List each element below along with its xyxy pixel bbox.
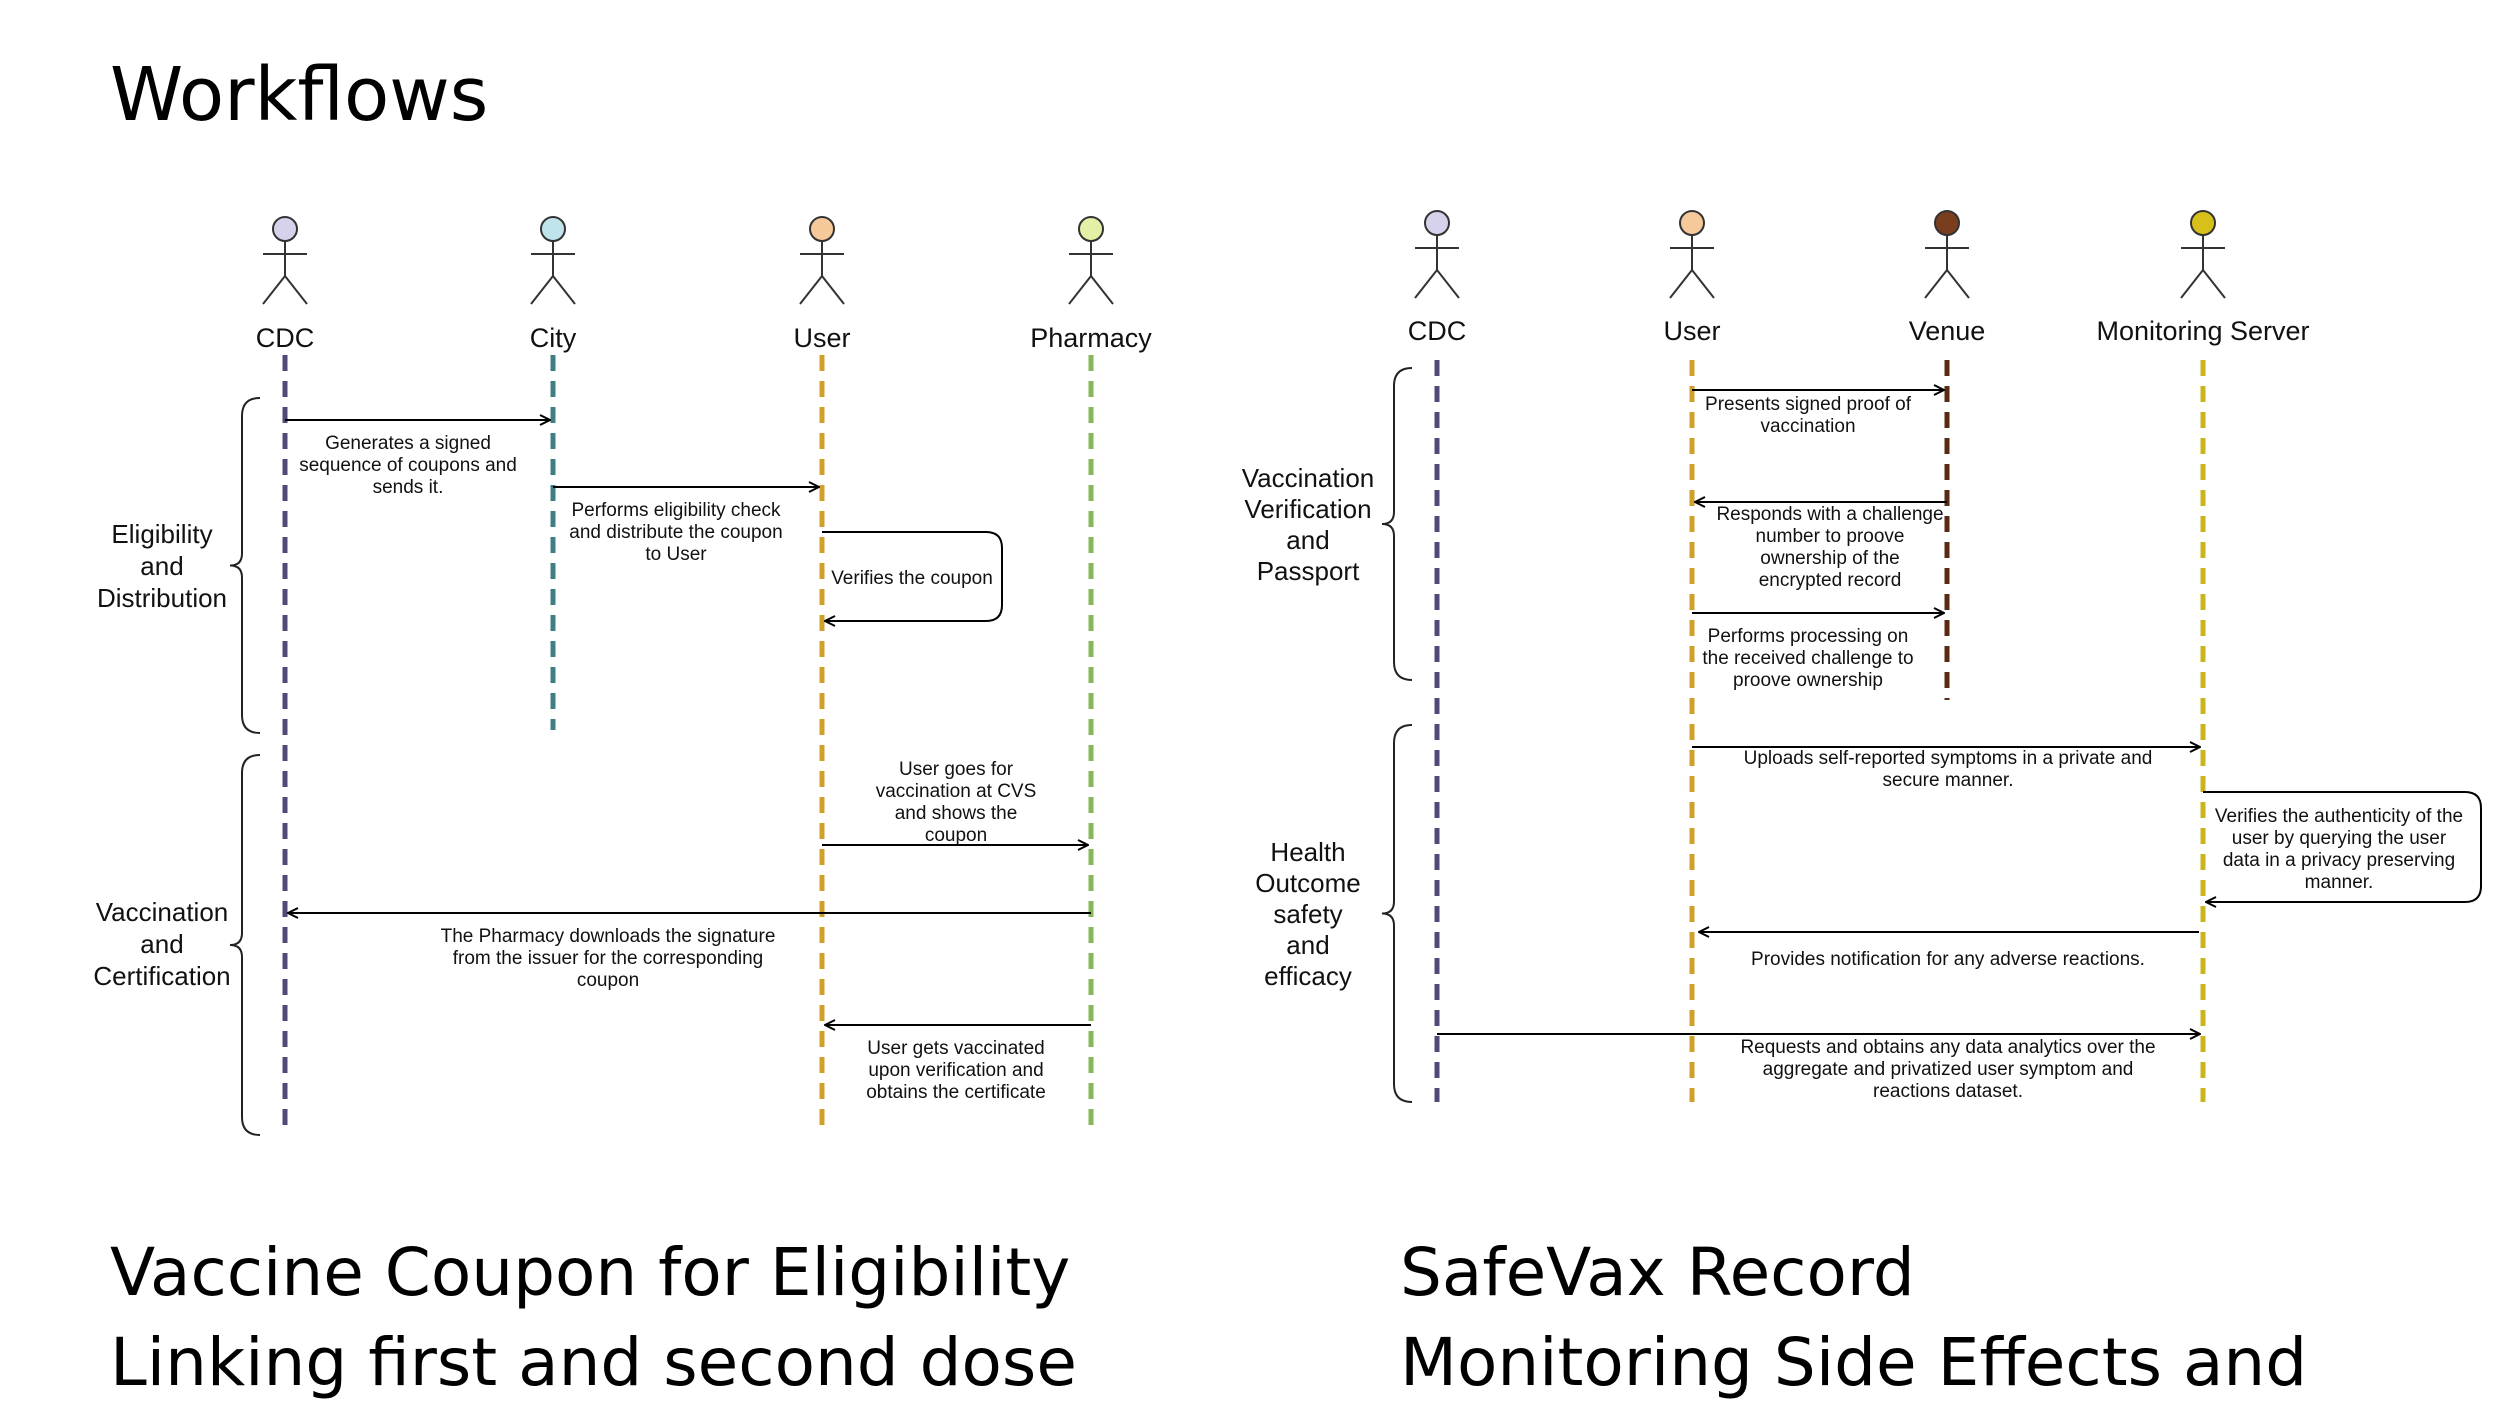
stick-figure-icon [1669,235,1715,299]
actor-label: CDC [256,323,315,353]
message-arrow-3 [822,531,1003,621]
caption-left: Vaccine Coupon for Eligibility Linking f… [110,1228,1077,1408]
caption-right-line-2: Monitoring Side Effects and [1400,1324,2308,1401]
phase-brace-eligibility [229,397,261,734]
caption-left-line-1: Vaccine Coupon for Eligibility [110,1234,1071,1311]
actor-label: User [1663,316,1720,346]
actor-label: CDC [1408,316,1467,346]
actor-label: City [530,323,577,353]
actor-label: User [793,323,850,353]
actor-cdc: CDC [256,216,315,1135]
stick-figure-icon [2180,235,2226,299]
caption-left-line-2: Linking first and second dose [110,1324,1077,1401]
message-label-r4: Uploads self-reported symptoms in a priv… [1744,748,2153,791]
actor-head-icon [272,216,298,242]
actor-label: Pharmacy [1030,323,1152,353]
stick-figure-icon [1924,235,1970,299]
message-arrow-r5 [2203,791,2482,902]
actor-pharmacy: Pharmacy [1030,216,1152,1135]
phase-brace-health [1381,724,1413,1103]
page-title: Workflows [110,52,489,138]
stick-figure-icon [1068,241,1114,305]
stick-figure-icon [799,241,845,305]
actor-venue: Venue [1909,210,1986,700]
actor-user: User [793,216,851,1135]
actor-label: Venue [1909,316,1986,346]
actor-head-icon [1679,210,1705,236]
actor-user: User [1663,210,1721,1102]
message-label-r7: Requests and obtains any data analytics … [1740,1037,2155,1102]
actor-head-icon [1424,210,1450,236]
actor-head-icon [1078,216,1104,242]
stick-figure-icon [530,241,576,305]
actor-head-icon [2190,210,2216,236]
message-label-3: Verifies the coupon [831,568,993,589]
right-sequence-diagram: CDC User Venue Monitoring ServerVaccination… [1242,210,2482,1103]
actor-head-icon [540,216,566,242]
actor-label: Monitoring Server [2096,316,2309,346]
message-label-r6: Provides notification for any adverse re… [1751,949,2145,970]
actor-head-icon [1934,210,1960,236]
stick-figure-icon [262,241,308,305]
stick-figure-icon [1414,235,1460,299]
phase-brace-verification [1381,367,1413,681]
caption-right-line-1: SafeVax Record [1400,1234,1915,1311]
actor-head-icon [809,216,835,242]
phase-brace-vaccination [229,754,261,1136]
actor-city: City [530,216,577,730]
actor-monitoring-server: Monitoring Server [2096,210,2310,1102]
caption-right: SafeVax Record Monitoring Side Effects a… [1400,1228,2307,1408]
actor-cdc: CDC [1408,210,1467,1102]
